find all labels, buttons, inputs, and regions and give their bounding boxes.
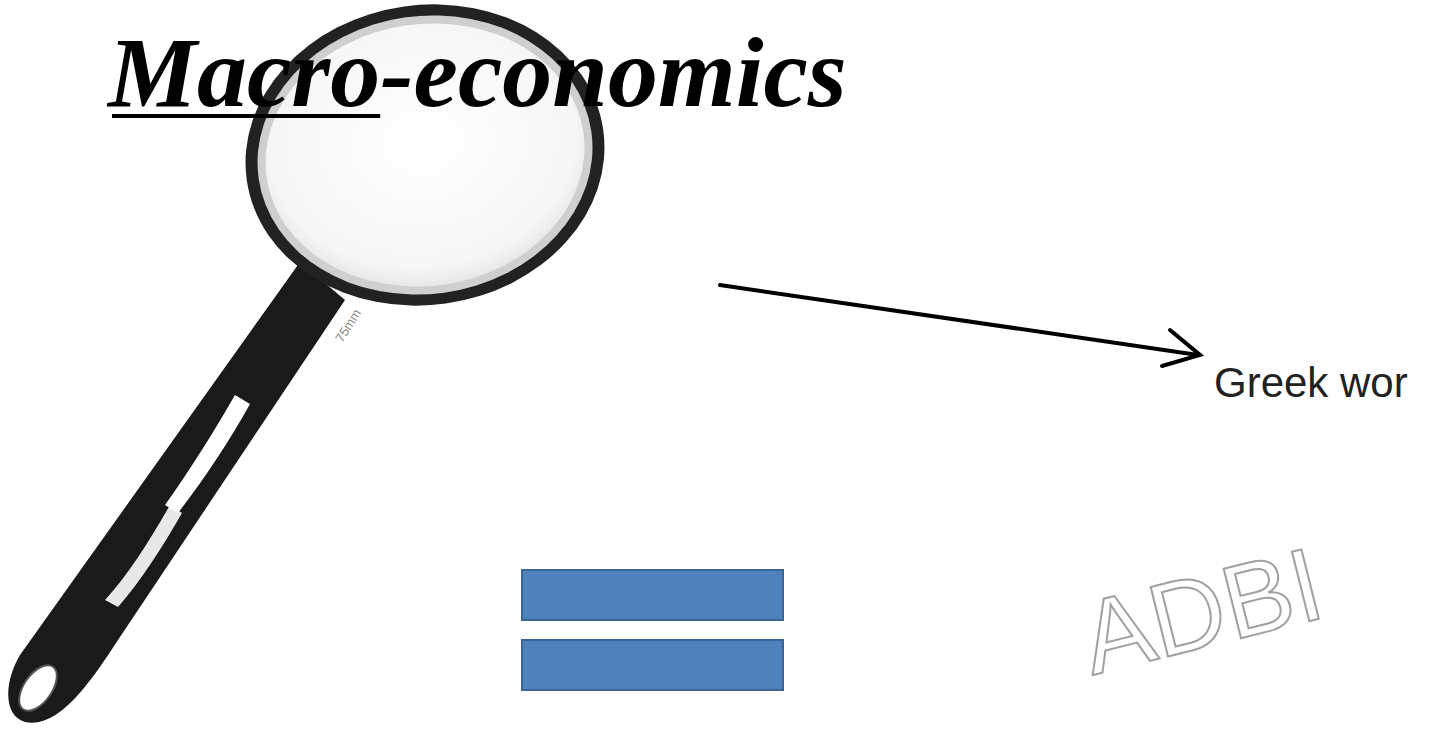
equals-sign	[522, 570, 783, 690]
note-text: Greek wor	[1214, 358, 1408, 408]
pointer-arrow	[720, 285, 1200, 366]
watermark: ADBI	[1070, 526, 1333, 696]
magnifier-handle	[8, 262, 345, 723]
title-text: Macro-economics	[108, 18, 847, 128]
